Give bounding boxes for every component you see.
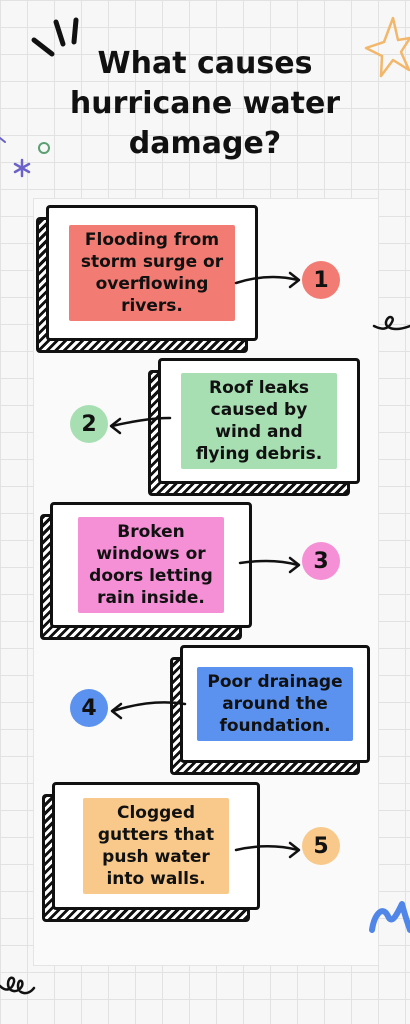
title-line-1: What causes <box>97 46 313 81</box>
cause-text-3: Broken windows or doors letting rain ins… <box>78 517 224 613</box>
star-icon <box>364 16 410 78</box>
number-badge-2: 2 <box>70 405 108 443</box>
cause-text-5: Clogged gutters that push water into wal… <box>83 798 229 894</box>
cause-text-4: Poor drainage around the foundation. <box>197 667 353 741</box>
asterisk-icon <box>13 158 31 178</box>
number-badge-5: 5 <box>302 827 340 865</box>
card-face: Poor drainage around the foundation. <box>180 645 370 763</box>
title-line-3: damage? <box>128 126 282 161</box>
cause-card-2: Roof leaks caused by wind and flying deb… <box>148 358 360 496</box>
cause-card-5: Clogged gutters that push water into wal… <box>42 782 260 922</box>
cause-text-2: Roof leaks caused by wind and flying deb… <box>181 373 337 469</box>
cause-card-4: Poor drainage around the foundation. <box>170 645 370 775</box>
squiggle-bottom-icon <box>0 976 36 995</box>
cause-card-1: Flooding from storm surge or overflowing… <box>36 205 258 353</box>
page-title: What causes hurricane water damage? <box>40 44 370 164</box>
cause-card-3: Broken windows or doors letting rain ins… <box>40 502 252 640</box>
title-line-2: hurricane water <box>69 86 341 121</box>
number-badge-3: 3 <box>302 542 340 580</box>
number-badge-4: 4 <box>70 689 108 727</box>
card-face: Roof leaks caused by wind and flying deb… <box>158 358 360 484</box>
card-face: Broken windows or doors letting rain ins… <box>50 502 252 628</box>
card-face: Flooding from storm surge or overflowing… <box>46 205 258 341</box>
number-badge-1: 1 <box>302 261 340 299</box>
squiggle-right-icon <box>372 315 410 331</box>
cause-text-1: Flooding from storm surge or overflowing… <box>69 225 235 321</box>
corner-stroke-icon <box>0 137 6 143</box>
card-face: Clogged gutters that push water into wal… <box>52 782 260 910</box>
